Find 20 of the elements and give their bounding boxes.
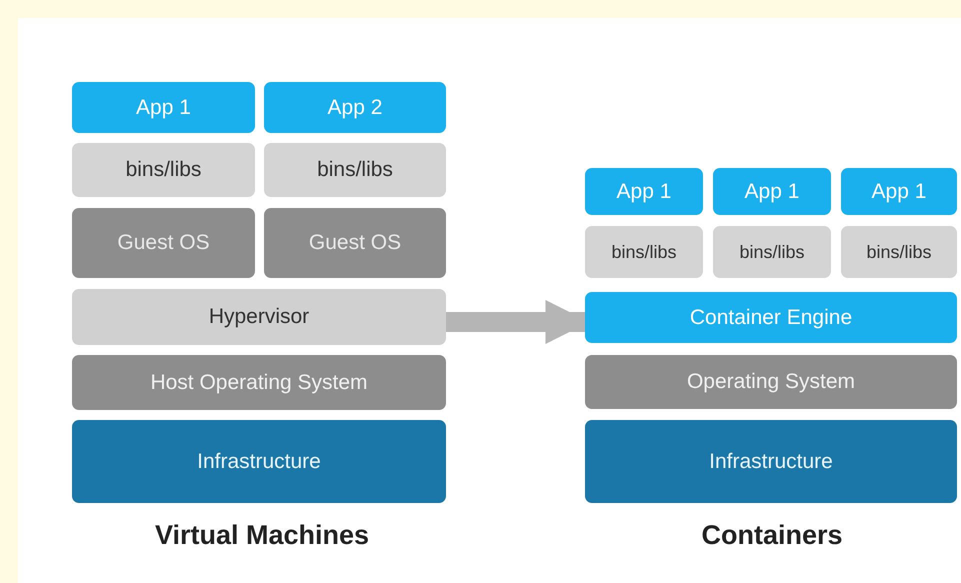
infrastructure-layer: Infrastructure bbox=[72, 420, 446, 503]
stack-title: Containers bbox=[701, 520, 843, 551]
app-block: App 1 bbox=[585, 168, 703, 215]
library-block: bins/libs bbox=[841, 226, 957, 278]
library-block: bins/libs bbox=[72, 143, 255, 197]
stack-title: Virtual Machines bbox=[154, 520, 370, 551]
operating-system-layer: Host Operating System bbox=[72, 355, 446, 410]
guest-os-block: Guest OS bbox=[264, 208, 446, 278]
app-block: App 1 bbox=[713, 168, 831, 215]
library-block: bins/libs bbox=[264, 143, 446, 197]
library-block: bins/libs bbox=[585, 226, 703, 278]
app-block: App 2 bbox=[264, 82, 446, 133]
app-block: App 1 bbox=[841, 168, 957, 215]
hypervisor-layer: Hypervisor bbox=[72, 289, 446, 345]
operating-system-layer: Operating System bbox=[585, 355, 957, 409]
container-engine-layer: Container Engine bbox=[585, 292, 957, 343]
library-block: bins/libs bbox=[713, 226, 831, 278]
guest-os-block: Guest OS bbox=[72, 208, 255, 278]
infrastructure-layer: Infrastructure bbox=[585, 420, 957, 503]
app-block: App 1 bbox=[72, 82, 255, 133]
